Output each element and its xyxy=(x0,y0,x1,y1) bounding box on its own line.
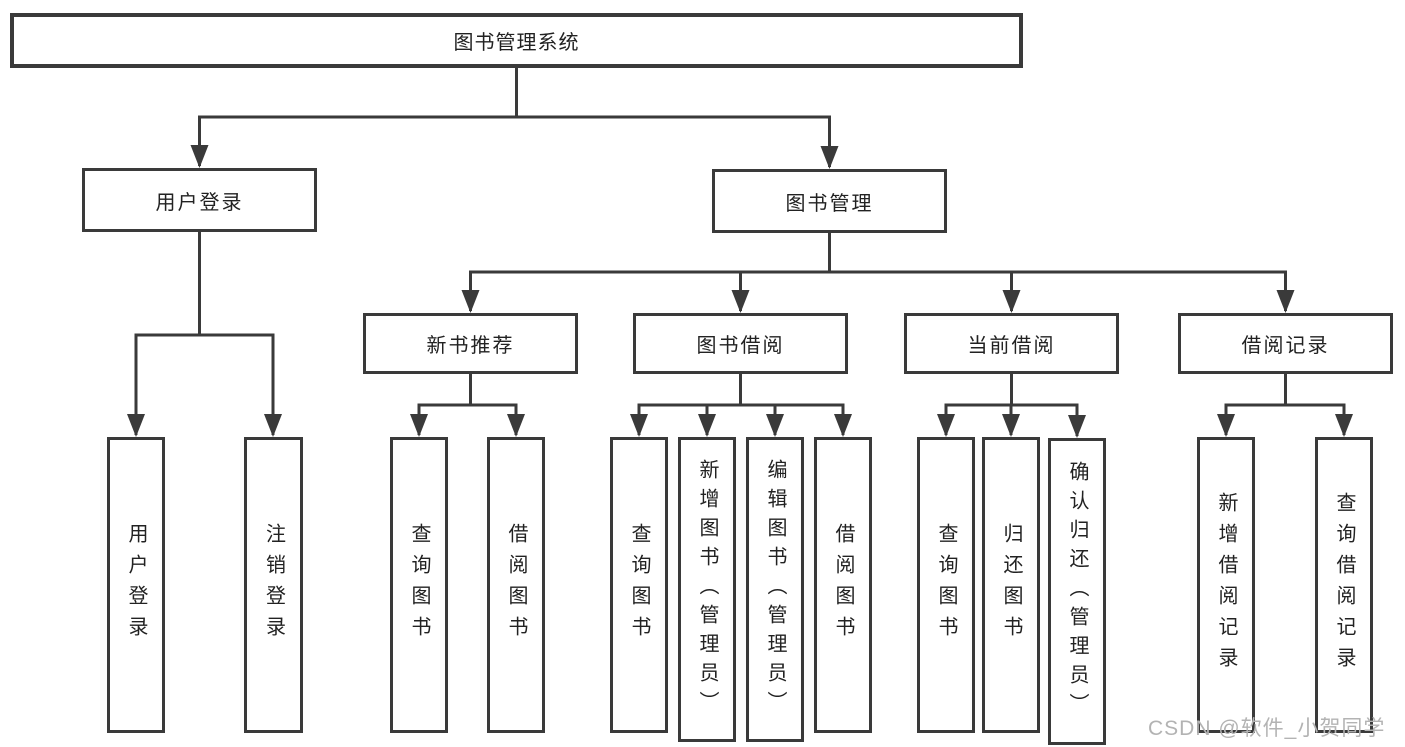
leaf-label: 借阅图书 xyxy=(505,523,527,647)
leaf-query-borrowing-record: 查询借阅记录 xyxy=(1315,437,1373,733)
arrowhead xyxy=(1002,414,1020,437)
leaf-label: 注销登录 xyxy=(262,523,285,647)
leaf-borrow-books: 借阅图书 xyxy=(814,437,872,733)
leaf-label: 查询图书 xyxy=(935,523,957,647)
arrowhead xyxy=(264,414,282,437)
leaf-label: 新增借阅记录 xyxy=(1215,492,1237,678)
arrowhead xyxy=(766,414,784,437)
leaf-query-books: 查询图书 xyxy=(610,437,668,733)
arrowhead xyxy=(1276,290,1295,313)
leaf-label: 编辑图书（管理员） xyxy=(764,459,786,720)
arrowhead xyxy=(410,414,428,437)
arrowhead xyxy=(834,414,852,437)
leaf-confirm-return-admin: 确认归还（管理员） xyxy=(1048,438,1106,745)
leaf-add-books-admin: 新增图书（管理员） xyxy=(678,437,736,742)
arrowhead xyxy=(937,414,955,437)
leaf-label: 用户登录 xyxy=(125,523,147,647)
node-library-management-system: 图书管理系统 xyxy=(10,13,1023,68)
node-current-borrowing: 当前借阅 xyxy=(904,313,1119,374)
arrowhead xyxy=(1335,414,1353,437)
arrowhead xyxy=(190,145,209,168)
leaf-label: 查询借阅记录 xyxy=(1333,492,1355,678)
arrowhead xyxy=(731,290,750,313)
leaf-edit-books-admin: 编辑图书（管理员） xyxy=(746,437,804,742)
connector-record-to-leaves xyxy=(1224,374,1346,435)
leaf-label: 确认归还（管理员） xyxy=(1066,461,1088,722)
arrowhead xyxy=(1002,290,1021,313)
node-borrowing-records: 借阅记录 xyxy=(1178,313,1393,374)
leaf-user-login: 用户登录 xyxy=(107,437,165,733)
arrowhead xyxy=(1217,414,1235,437)
leaf-borrow-books: 借阅图书 xyxy=(487,437,545,733)
csdn-watermark: CSDN @软件_小贺同学 xyxy=(1148,717,1386,740)
connector-root-to-level1 xyxy=(198,68,831,167)
arrowhead xyxy=(630,414,648,437)
leaf-return-books: 归还图书 xyxy=(982,437,1040,733)
node-user-login: 用户登录 xyxy=(82,168,317,232)
arrowhead xyxy=(820,146,839,169)
leaf-query-books: 查询图书 xyxy=(390,437,448,733)
connector-bookmgmt-to-level2 xyxy=(469,233,1287,311)
leaf-logout: 注销登录 xyxy=(244,437,303,733)
connector-newbook-to-leaves xyxy=(417,374,518,435)
leaf-label: 新增图书（管理员） xyxy=(696,459,718,720)
connector-borrow-to-leaves xyxy=(637,374,845,435)
leaf-label: 查询图书 xyxy=(408,523,430,647)
leaf-label: 查询图书 xyxy=(628,523,650,647)
node-book-management: 图书管理 xyxy=(712,169,947,233)
leaf-add-borrowing-record: 新增借阅记录 xyxy=(1197,437,1255,733)
leaf-label: 借阅图书 xyxy=(832,523,854,647)
leaf-query-books: 查询图书 xyxy=(917,437,975,733)
arrowhead xyxy=(507,414,525,437)
arrowhead xyxy=(127,414,145,437)
arrowhead xyxy=(1068,415,1086,438)
arrowhead xyxy=(698,414,716,437)
leaf-label: 归还图书 xyxy=(1000,523,1022,647)
arrowhead xyxy=(461,290,480,313)
connector-userlogin-to-leaves xyxy=(134,232,275,435)
node-book-borrowing: 图书借阅 xyxy=(633,313,848,374)
node-new-book-recommendation: 新书推荐 xyxy=(363,313,578,374)
